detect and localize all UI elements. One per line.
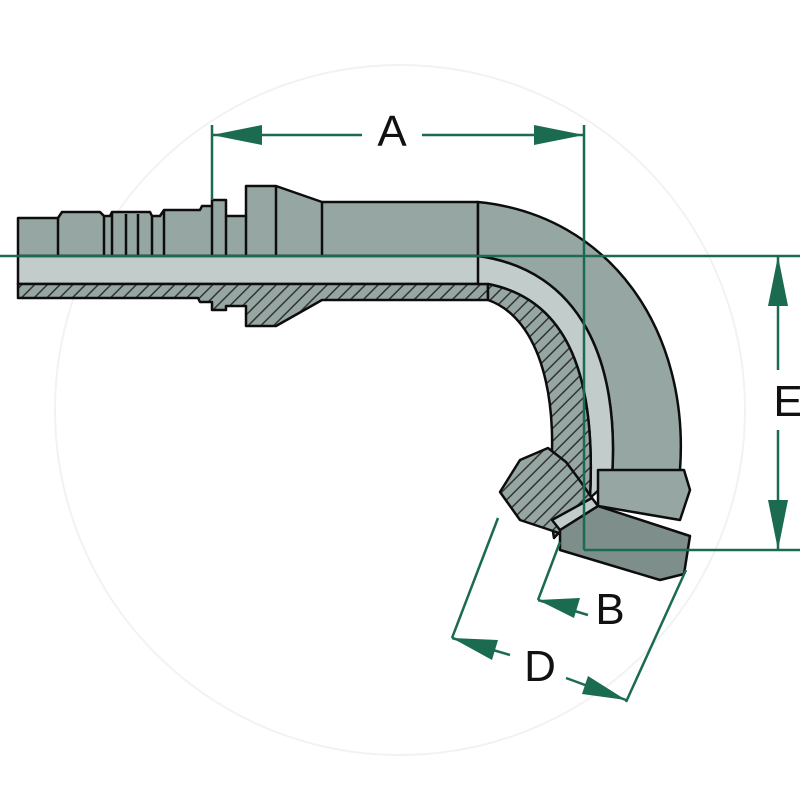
- fitting-flange: [498, 446, 692, 582]
- dim-label-e: E: [773, 377, 800, 426]
- nipple-lower-wall: [16, 282, 490, 328]
- fitting-nipple: [16, 184, 490, 328]
- flange-upper-ring: [596, 468, 692, 522]
- nipple-bore: [16, 254, 490, 286]
- dim-e-arrow-bottom: [768, 500, 788, 550]
- nipple-upper-body: [16, 184, 480, 258]
- dim-label-b: B: [595, 585, 624, 634]
- dim-d-arrow-right: [582, 676, 626, 700]
- dim-e-arrow-top: [768, 256, 788, 306]
- dim-a-arrow-left: [212, 125, 262, 145]
- background-circle: [54, 64, 746, 756]
- dim-d-arrow-left: [452, 638, 498, 660]
- dim-b-arrow: [538, 598, 580, 618]
- dim-label-a: A: [377, 107, 407, 156]
- dimension-lines: [0, 125, 800, 703]
- dim-label-d: D: [524, 642, 556, 691]
- dim-b-extension: [536, 541, 562, 601]
- dim-d-extension-left: [450, 517, 500, 639]
- dim-a-arrow-right: [534, 125, 584, 145]
- dim-d-extension-right: [624, 569, 688, 703]
- flange-face: [550, 496, 600, 532]
